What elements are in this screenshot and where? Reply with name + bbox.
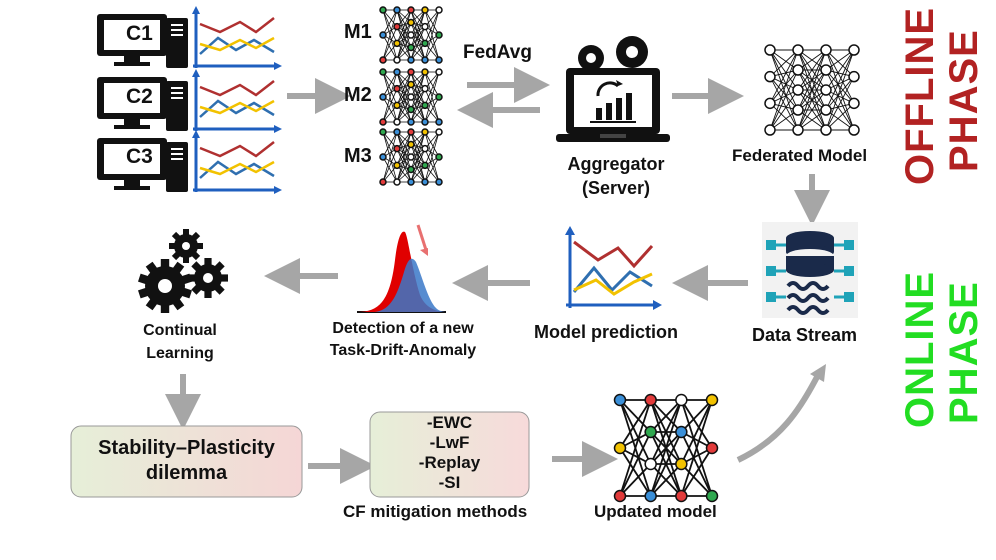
continual-learning-line1: Continual [143, 322, 217, 339]
data-stream-icon [762, 222, 858, 318]
continual-learning-label: Continual Learning [120, 319, 240, 365]
aggregator-label-line2: (Server) [581, 178, 651, 198]
client-chart-3 [192, 130, 282, 194]
aggregator-label: Aggregator (Server) [552, 152, 680, 200]
dilemma-line2: dilemma [145, 462, 228, 484]
client-label-2: C2 [126, 85, 153, 108]
cf-method-ewc: -EWC [426, 413, 473, 432]
federated-model-network-icon [764, 44, 860, 136]
client-chart-2 [192, 69, 282, 133]
client-2 [97, 69, 282, 133]
detection-label-line2: Task-Drift-Anomaly [329, 342, 477, 359]
model-prediction-label: Model prediction [534, 322, 678, 342]
fedavg-label: FedAvg [463, 42, 532, 63]
local-model-network-3 [379, 128, 443, 186]
cf-method-lwf: -LwF [429, 433, 470, 452]
cf-methods-box [369, 411, 530, 498]
dilemma-text: Stability–Plasticity dilemma [71, 436, 302, 486]
local-model-network-2 [379, 68, 443, 126]
offline-phase-line2: PHASE [942, 29, 986, 172]
continual-learning-line2: Learning [146, 345, 214, 362]
model-label-2: M2 [344, 84, 372, 106]
local-model-network-1 [379, 6, 443, 64]
updated-model-label: Updated model [594, 502, 717, 521]
data-stream-label: Data Stream [752, 325, 858, 345]
clients-group [97, 6, 282, 194]
drift-distribution-icon [357, 224, 446, 313]
offline-phase-line1: OFFLINE [898, 6, 942, 185]
model-label-3: M3 [344, 145, 372, 167]
client-chart-1 [192, 6, 282, 70]
online-phase-line1: ONLINE [898, 270, 942, 428]
dilemma-line1: Stability–Plasticity [98, 437, 275, 459]
aggregator-server-icon [556, 36, 670, 142]
arrow-updated-to-datastream-head [810, 364, 826, 382]
continual-learning-gears-icon [138, 229, 228, 313]
client-label-1: C1 [126, 22, 153, 45]
cf-method-replay: -Replay [418, 453, 481, 472]
aggregator-label-line1: Aggregator [567, 154, 665, 174]
cf-method-si: -SI [438, 473, 461, 492]
arrow-updated-to-datastream [736, 373, 821, 463]
client-1 [97, 6, 282, 70]
model-label-1: M1 [344, 21, 372, 43]
online-phase-line2: PHASE [942, 281, 986, 424]
local-models-group [379, 6, 443, 186]
client-3 [97, 130, 282, 194]
cf-methods-label: CF mitigation methods [343, 502, 528, 521]
model-prediction-chart-icon [565, 226, 662, 310]
client-label-3: C3 [126, 145, 153, 168]
dilemma-box [70, 425, 303, 498]
federated-model-label: Federated Model [732, 146, 868, 165]
updated-model-network-icon [613, 393, 719, 503]
detection-label-line1: Detection of a new [332, 320, 474, 337]
detection-label: Detection of a new Task-Drift-Anomaly [308, 318, 498, 362]
cf-methods-list: -EWC -LwF -Replay -SI [370, 413, 529, 493]
